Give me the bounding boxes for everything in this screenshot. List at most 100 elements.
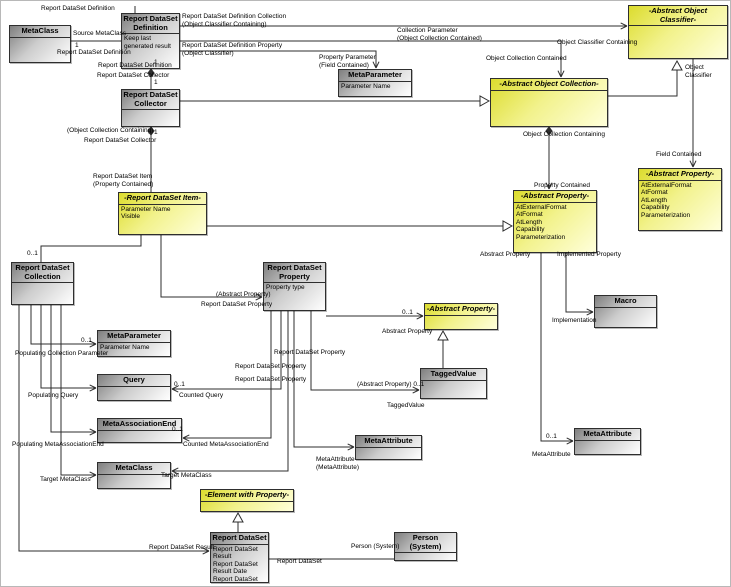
class-attribute: Report DataSet Result bbox=[213, 545, 258, 561]
open-arrowhead-icon bbox=[689, 160, 694, 168]
edge-label: Report DataSet Property bbox=[201, 301, 273, 308]
edge-label: 0..1 bbox=[174, 381, 185, 388]
class-title: MetaAttribute bbox=[583, 429, 632, 438]
class-attributes bbox=[356, 446, 421, 459]
class-attribute: Capability bbox=[516, 226, 545, 234]
edge-label: Report DataSet Definition bbox=[98, 62, 172, 69]
class-attribute: AtLength bbox=[641, 196, 668, 204]
open-arrowhead-icon bbox=[202, 550, 210, 555]
class-box-metaassociationend: MetaAssociationEnd bbox=[97, 418, 182, 443]
class-title: TaggedValue bbox=[430, 369, 477, 378]
aggregation-diamond-icon bbox=[147, 126, 155, 136]
open-arrowhead-icon bbox=[89, 431, 97, 436]
edge-label: Implementation bbox=[552, 317, 597, 324]
open-arrowhead-icon bbox=[347, 443, 355, 448]
class-title: Person (System) bbox=[409, 533, 442, 551]
class-attributes bbox=[10, 36, 70, 62]
edge-line bbox=[18, 305, 209, 552]
edge-label: Object Classifier Containing bbox=[557, 39, 638, 46]
class-title: MetaParameter bbox=[348, 70, 402, 79]
class-attribute: AtFormat bbox=[641, 189, 668, 197]
edge-label: 0..1 bbox=[402, 309, 413, 316]
class-box-query: Query bbox=[97, 374, 171, 401]
edge-line bbox=[60, 305, 96, 476]
class-box-taggedvalue: TaggedValue bbox=[420, 368, 487, 399]
class-attribute: AtExternalFormat bbox=[641, 181, 692, 189]
edge-label: Report DataSet bbox=[277, 558, 322, 565]
edge-label: 1 bbox=[154, 129, 158, 136]
class-title: Query bbox=[123, 375, 145, 384]
class-attributes: Parameter Name bbox=[339, 80, 411, 96]
edge-label: Source MetaClass bbox=[73, 30, 127, 37]
edge-label: Object Classifier bbox=[685, 64, 712, 80]
edge-line bbox=[183, 311, 272, 439]
class-attribute: Report DataSet Result Generation Time bbox=[213, 575, 258, 583]
edge-line bbox=[30, 305, 96, 345]
open-arrowhead-icon bbox=[620, 22, 628, 27]
class-title: -Abstract Property- bbox=[520, 191, 590, 200]
open-arrowhead-icon bbox=[171, 385, 179, 390]
edge-label: Collection Parameter (Object Collection … bbox=[397, 27, 482, 43]
class-title: Report DataSet Definition bbox=[123, 14, 178, 32]
class-box-metaattribute-center: MetaAttribute bbox=[355, 435, 422, 460]
edge-line bbox=[293, 311, 354, 448]
class-box-element-with-property: -Element with Property- bbox=[200, 489, 294, 512]
open-arrowhead-icon bbox=[372, 61, 377, 69]
class-attribute: AtLength bbox=[516, 218, 543, 226]
open-arrowhead-icon bbox=[586, 308, 594, 313]
class-attributes bbox=[425, 314, 497, 329]
edge-label: 0..1 bbox=[546, 433, 557, 440]
edge-line bbox=[565, 253, 593, 313]
edge-line bbox=[310, 311, 419, 391]
class-box-metaclass-source: MetaClass bbox=[9, 25, 71, 63]
class-attribute: Property type bbox=[266, 284, 305, 292]
edge-label: Populating Query bbox=[28, 392, 79, 399]
open-arrowhead-icon bbox=[586, 311, 594, 316]
edge-label: MetaAttribute bbox=[532, 451, 571, 458]
open-arrowhead-icon bbox=[692, 160, 697, 168]
class-attribute: Keep last generated result bbox=[124, 35, 171, 50]
edge-label: Report DataSet Item (Property Contained) bbox=[93, 173, 154, 189]
edge-label: 0..1 bbox=[81, 337, 92, 344]
class-attributes bbox=[12, 282, 73, 304]
edge-label: Report DataSet Property bbox=[235, 376, 307, 383]
open-arrowhead-icon bbox=[566, 437, 574, 442]
class-attributes bbox=[421, 379, 486, 398]
class-title: -Element with Property- bbox=[204, 490, 290, 499]
edge-label: 1 bbox=[154, 79, 158, 86]
open-arrowhead-icon bbox=[171, 467, 179, 472]
class-title: -Abstract Object Classifier- bbox=[648, 6, 708, 24]
class-box-metaclass-target: MetaClass bbox=[97, 462, 171, 489]
open-arrowhead-icon bbox=[202, 547, 210, 552]
edge-label: Person (System) bbox=[351, 543, 400, 550]
open-arrowhead-icon bbox=[171, 470, 179, 475]
open-arrowhead-icon bbox=[545, 182, 550, 190]
class-box-abstract-property-ref: -Abstract Property- bbox=[424, 303, 498, 330]
edge-label: (Object Collection Containing) bbox=[67, 127, 154, 134]
edge-label: (Abstract Property) bbox=[216, 291, 271, 298]
class-attributes bbox=[201, 500, 293, 511]
open-arrowhead-icon bbox=[548, 182, 553, 190]
class-attribute: Parameterization bbox=[641, 211, 691, 219]
class-box-abstract-object-classifier: -Abstract Object Classifier- bbox=[628, 5, 728, 59]
class-attributes bbox=[98, 429, 181, 442]
class-title: MetaAttribute bbox=[364, 436, 413, 445]
class-box-abstract-object-collection: -Abstract Object Collection- bbox=[490, 78, 608, 127]
edge-label: Target MetaClass bbox=[40, 476, 91, 483]
class-attributes bbox=[98, 473, 170, 488]
edge-line bbox=[40, 305, 96, 389]
edge-line bbox=[172, 311, 282, 390]
open-arrowhead-icon bbox=[89, 471, 97, 476]
class-attributes: Keep last generated result bbox=[122, 33, 179, 68]
edge-label: Field Contained bbox=[656, 151, 702, 158]
class-attribute: Parameter Name bbox=[100, 343, 150, 351]
